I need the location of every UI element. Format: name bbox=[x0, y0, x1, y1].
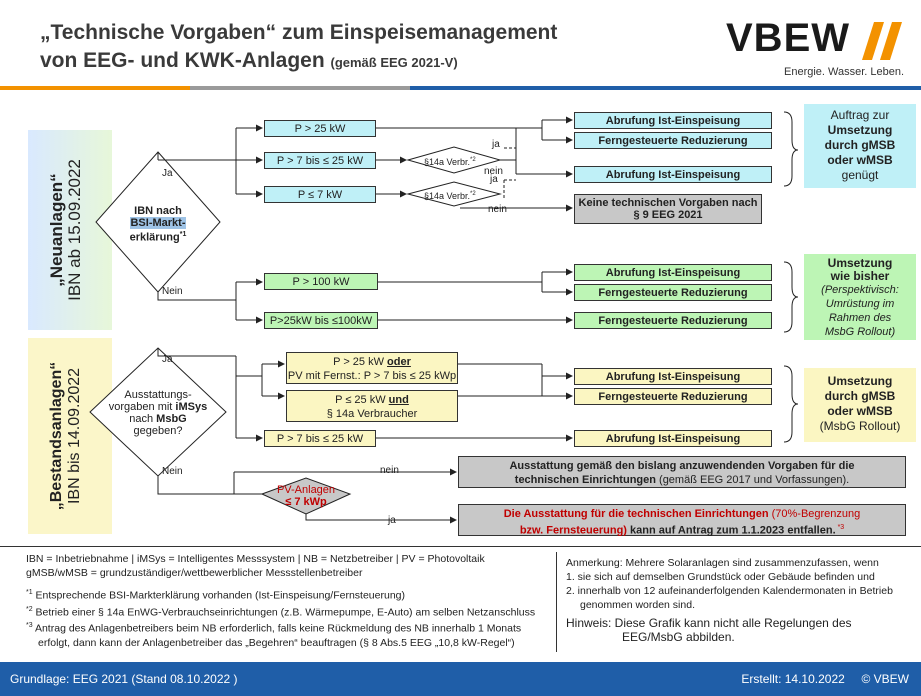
bestand-box-y1: P > 25 kW oder PV mit Fernst.: P > 7 bis… bbox=[286, 352, 458, 384]
title-line-2: von EEG- und KWK-Anlagen (gemäß EEG 2021… bbox=[40, 48, 458, 76]
side-box-green: Umsetzung wie bisher (Perspektivisch: Um… bbox=[804, 254, 916, 340]
footnote-3: *3 Antrag des Anlagenbetreibers beim NB … bbox=[26, 622, 522, 635]
anm-1: 1. sie sich auf demselben Grundstück ode… bbox=[566, 571, 875, 583]
footnote-1: *1 Entsprechende BSI-Markterklärung vorh… bbox=[26, 589, 405, 602]
side-box-cyan: Auftrag zur Umsetzung durch gMSB oder wM… bbox=[804, 104, 916, 188]
section-bestandsanlagen-band bbox=[28, 338, 112, 534]
bestand-result-abruf-1: Abrufung Ist-Einspeisung bbox=[574, 368, 772, 385]
neu-decision-l3: erklärung bbox=[129, 231, 180, 244]
pv-diamond-shape bbox=[260, 477, 352, 515]
pv-nein-label: nein bbox=[380, 465, 399, 476]
abbr-line-1: IBN = Inbetriebnahme | iMSys = Intellige… bbox=[26, 553, 485, 565]
header-rule-gray bbox=[190, 86, 410, 90]
side-box-yellow: Umsetzung durch gMSB oder wMSB (MsbG Rol… bbox=[804, 368, 916, 442]
vbew-logo: VBEW bbox=[726, 16, 850, 60]
d14a-nein-1: nein bbox=[484, 166, 503, 177]
footnotes-right: Anmerkung: Mehrere Solaranlagen sind zus… bbox=[566, 556, 916, 644]
title-note: (gemäß EEG 2021-V) bbox=[330, 55, 458, 70]
d14a-ja-2: ja bbox=[490, 174, 498, 185]
bestand-result-abruf-2: Abrufung Ist-Einspeisung bbox=[574, 430, 772, 447]
neu-decision: IBN nach BSI-Markt- erklärung*1 bbox=[112, 204, 204, 244]
header-rule-blue bbox=[410, 86, 921, 90]
logo-tagline: Energie. Wasser. Leben. bbox=[784, 66, 905, 78]
neu-result-abruf-2: Abrufung Ist-Einspeisung bbox=[574, 166, 772, 183]
section-neuanlagen-band bbox=[28, 130, 112, 330]
abbr-line-2: gMSB/wMSB = grundzuständiger/wettbewerbl… bbox=[26, 567, 363, 579]
footnote-3b: erfolgt, dann kann der Anlagenbetreiber … bbox=[38, 636, 515, 649]
bottom-bar: Grundlage: EEG 2021 (Stand 08.10.2022 ) … bbox=[0, 662, 921, 696]
neu-p-le7: P ≤ 7 kW bbox=[264, 186, 376, 203]
hinweis-b: EEG/MsbG abbilden. bbox=[622, 630, 735, 644]
logo-stripes-icon bbox=[862, 22, 902, 60]
neu-result-abruf-1: Abrufung Ist-Einspeisung bbox=[574, 112, 772, 129]
neu-n-p-25-100: P>25kW bis ≤100kW bbox=[264, 312, 378, 329]
neu-n-fern-2: Ferngesteuerte Reduzierung bbox=[574, 312, 772, 329]
neu-decision-l2: BSI-Markt- bbox=[130, 216, 186, 229]
d14a-diamond-1 bbox=[406, 146, 502, 174]
neu-p-7-25: P > 7 bis ≤ 25 kW bbox=[264, 152, 376, 169]
neu-p-gt25: P > 25 kW bbox=[264, 120, 376, 137]
bestand-red-box: Die Ausstattung für die technischen Einr… bbox=[458, 504, 906, 537]
footer-vdivider bbox=[556, 552, 557, 652]
neu-decision-l1: IBN nach bbox=[134, 204, 182, 217]
bottom-right: Erstellt: 14.10.2022 © VBEW bbox=[741, 672, 909, 686]
neu-decision-sup: *1 bbox=[179, 230, 187, 238]
neu-result-keine: Keine technischen Vorgaben nach § 9 EEG … bbox=[574, 194, 762, 224]
bestand-result-fern-1: Ferngesteuerte Reduzierung bbox=[574, 388, 772, 405]
hinweis-a: Hinweis: Diese Grafik kann nicht alle Re… bbox=[566, 616, 852, 630]
footnotes-left: IBN = Inbetriebnahme | iMSys = Intellige… bbox=[26, 552, 550, 650]
neu-nein-label: Nein bbox=[162, 286, 183, 297]
d14a-diamond-2 bbox=[406, 181, 502, 207]
title-main: von EEG- und KWK-Anlagen bbox=[40, 49, 325, 72]
neu-n-fern-1: Ferngesteuerte Reduzierung bbox=[574, 284, 772, 301]
neu-ja-label: Ja bbox=[162, 168, 173, 179]
neu-result-fern-1: Ferngesteuerte Reduzierung bbox=[574, 132, 772, 149]
pv-decision: PV-Anlagen≤ 7 kWp bbox=[276, 484, 336, 508]
anm-2b: genommen worden sind. bbox=[580, 599, 695, 611]
header-rule-orange bbox=[0, 86, 190, 90]
d14a-nein-2: nein bbox=[488, 204, 507, 215]
d14a-label-1: §14a Verbr.*2 bbox=[424, 157, 476, 167]
footnote-2: *2 Betrieb einer § 14a EnWG-Verbrauchsei… bbox=[26, 605, 536, 619]
footer-divider bbox=[0, 546, 921, 547]
bestand-box-y2: P ≤ 25 kW und § 14a Verbraucher bbox=[286, 390, 458, 422]
bestand-p-7-25: P > 7 bis ≤ 25 kW bbox=[264, 430, 376, 447]
title-line-1: „Technische Vorgaben“ zum Einspeisemanag… bbox=[40, 21, 558, 44]
neu-n-abruf: Abrufung Ist-Einspeisung bbox=[574, 264, 772, 281]
bestand-nein-label: Nein bbox=[162, 466, 183, 477]
d14a-ja-1: ja bbox=[492, 139, 500, 150]
bestand-gray-box: Ausstattung gemäß den bislang anzuwenden… bbox=[458, 456, 906, 488]
bestand-ja-label: Ja bbox=[162, 354, 173, 365]
neu-n-p-gt100: P > 100 kW bbox=[264, 273, 378, 290]
d14a-label-2: §14a Verbr.*2 bbox=[424, 191, 476, 201]
anm-line: Anmerkung: Mehrere Solaranlagen sind zus… bbox=[566, 557, 879, 569]
pv-ja-label: ja bbox=[388, 515, 396, 526]
bestand-decision: Ausstattungs- vorgaben mit iMSys nach Ms… bbox=[108, 389, 208, 437]
bottom-left: Grundlage: EEG 2021 (Stand 08.10.2022 ) bbox=[10, 672, 238, 686]
anm-2a: 2. innerhalb von 12 aufeinanderfolgenden… bbox=[566, 585, 893, 597]
